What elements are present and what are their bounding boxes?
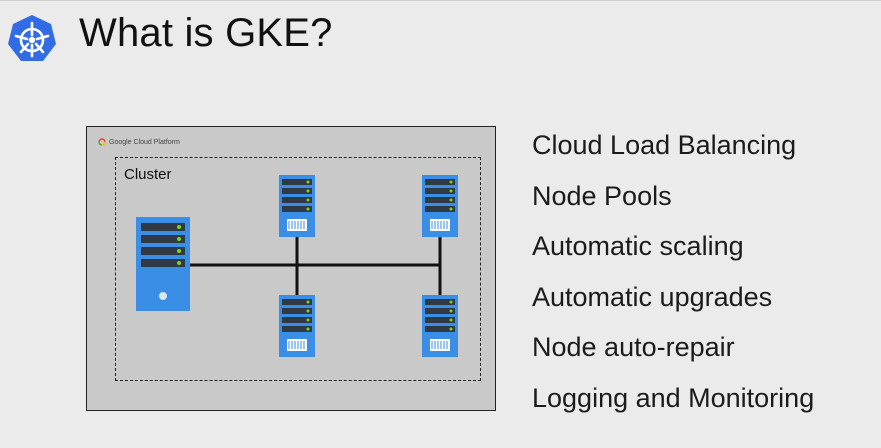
gke-cluster-diagram: Google Cloud Platform Cluster bbox=[86, 126, 496, 411]
feature-item: Logging and Monitoring bbox=[532, 382, 815, 413]
network-links bbox=[190, 235, 442, 295]
cluster-label: Cluster bbox=[124, 166, 172, 183]
server-rack-icon bbox=[279, 175, 315, 237]
google-cloud-logo-icon bbox=[98, 138, 106, 146]
gcp-label: Google Cloud Platform bbox=[109, 138, 180, 146]
feature-item: Node auto-repair bbox=[532, 332, 735, 363]
server-rack-icon bbox=[422, 295, 458, 357]
kubernetes-helm-icon bbox=[8, 15, 56, 61]
cluster-boundary: Cluster bbox=[115, 157, 481, 381]
feature-item: Automatic upgrades bbox=[532, 281, 773, 312]
feature-item: Node Pools bbox=[532, 180, 672, 211]
page-title: What is GKE? bbox=[79, 11, 333, 55]
server-tower-icon bbox=[136, 217, 190, 311]
header-divider bbox=[0, 0, 881, 1]
server-rack-icon bbox=[422, 175, 458, 237]
feature-item: Cloud Load Balancing bbox=[532, 130, 797, 160]
gcp-brand: Google Cloud Platform bbox=[98, 138, 180, 146]
feature-list: Cloud Load Balancing Node Pools Automati… bbox=[532, 126, 814, 430]
server-rack-icon bbox=[279, 295, 315, 357]
feature-item: Automatic scaling bbox=[532, 231, 744, 262]
